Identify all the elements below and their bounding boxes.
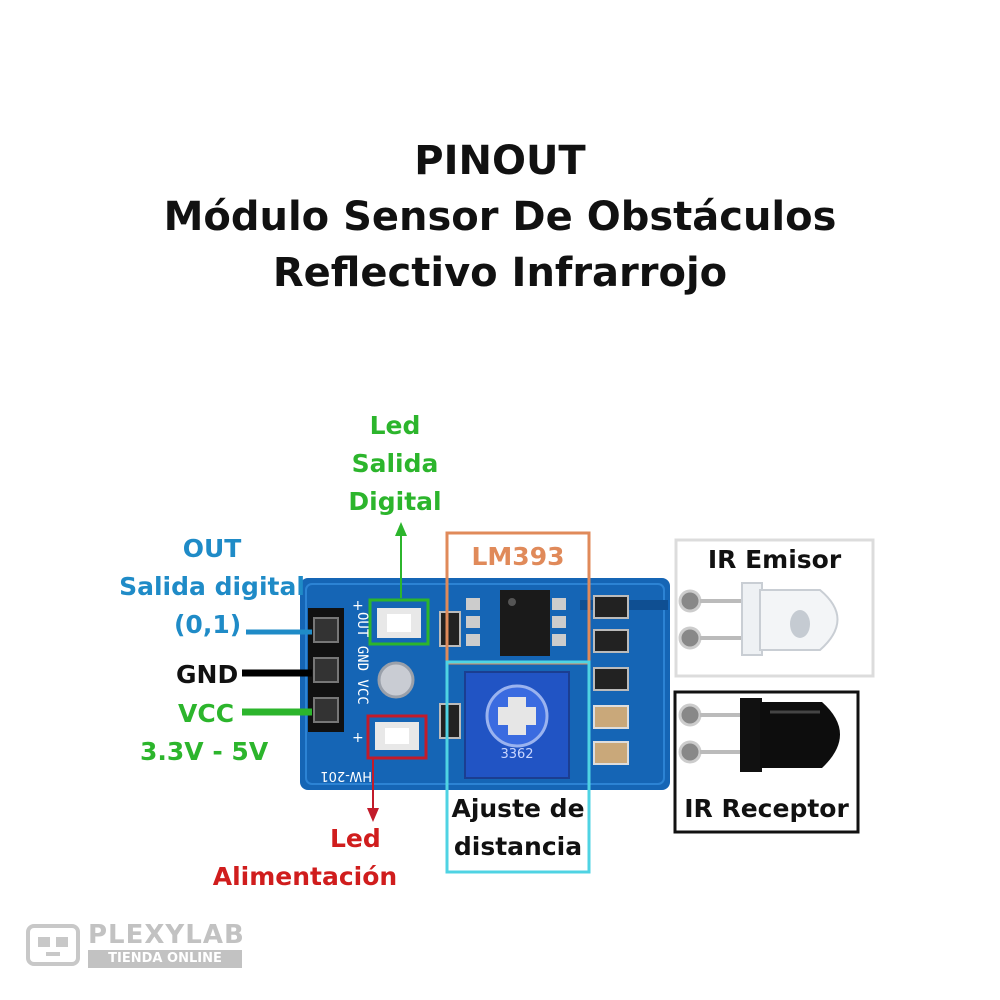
board-model-mark: HW-201 (320, 768, 372, 783)
pcb-pin-labels: OUT GND VCC (354, 612, 370, 705)
svg-text:+: + (352, 730, 364, 746)
led-alimentacion-box (366, 714, 428, 760)
lm393-label: LM393 (471, 542, 565, 571)
ir-receiver-led (700, 698, 840, 772)
ir-receptor-label: IR Receptor (684, 794, 849, 823)
arrow-led-alimentacion (367, 758, 379, 822)
gnd-label: GND (176, 660, 239, 689)
lm393-chip (466, 590, 566, 656)
led-salida-label: Led Salida Digital (348, 411, 442, 516)
watermark-tagline: TIENDA ONLINE (88, 950, 242, 968)
ajuste-distancia-label: Ajuste de distancia (451, 794, 585, 861)
ajuste-box (445, 660, 591, 874)
out-label: OUT Salida digital (0,1) (119, 534, 305, 639)
pin-header (308, 608, 344, 732)
title-line-2: Módulo Sensor De Obstáculos (163, 194, 837, 240)
vcc-label: VCC 3.3V - 5V (140, 699, 269, 766)
arrow-led-salida (395, 522, 407, 598)
mounting-hole (377, 661, 415, 699)
led-alimentacion-label: Led Alimentación (212, 824, 398, 891)
ir-receptor-box (673, 690, 860, 834)
title-line-3: Reflectivo Infrarrojo (272, 250, 728, 296)
trimmer-code: 3362 (500, 747, 533, 762)
led-salida-box (368, 598, 430, 646)
ir-emisor-box (674, 538, 875, 678)
plexylab-logo-icon (26, 924, 80, 966)
ir-emisor-label: IR Emisor (707, 545, 842, 574)
svg-text:+: + (352, 598, 364, 614)
watermark-brand: PLEXYLAB (88, 920, 245, 950)
watermark: PLEXYLAB TIENDA ONLINE (24, 920, 246, 970)
title-line-1: PINOUT (414, 138, 586, 184)
ir-emitter-led (700, 582, 839, 656)
trimmer-potentiometer: 3362 (464, 671, 570, 779)
